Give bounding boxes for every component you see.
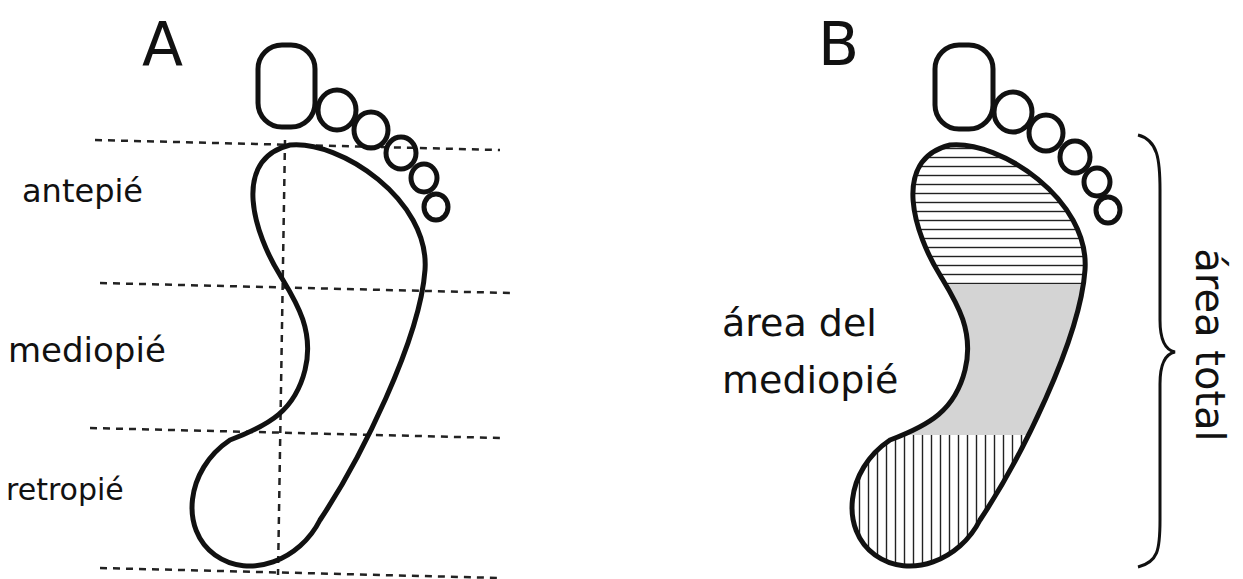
foot-outline-b xyxy=(852,45,1120,566)
region-label: antepié xyxy=(22,172,143,210)
area-label: área del mediopié xyxy=(722,295,952,409)
area-label: área total xyxy=(1186,248,1234,441)
brace xyxy=(1138,135,1175,567)
panel-letter: B xyxy=(818,8,859,80)
panel-letter: A xyxy=(142,8,183,80)
region-label: mediopié xyxy=(8,330,166,371)
foot-regions-b xyxy=(820,130,1120,579)
foot-outline-a xyxy=(192,45,448,566)
region-label: retropié xyxy=(6,472,124,508)
